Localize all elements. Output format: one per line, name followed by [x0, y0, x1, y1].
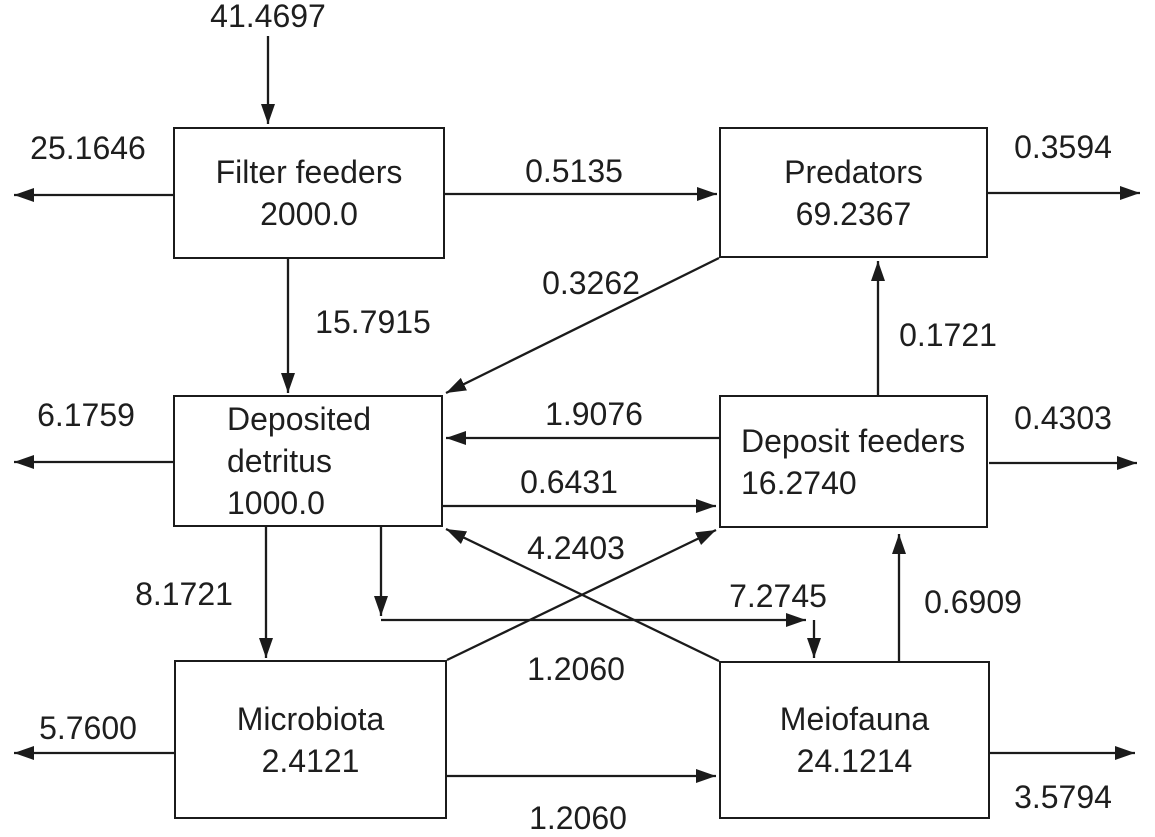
node-predators-stock: 69.2367 — [795, 195, 912, 232]
node-deposited-detritus: Deposited detritus 1000.0 — [173, 395, 443, 527]
flow-label-microbiota-to-deposit-feeders: 4.2403 — [527, 530, 625, 566]
node-meiofauna-label: Meiofauna — [779, 701, 930, 737]
flow-label-deposit-feeders-to-detritus: 1.9076 — [545, 396, 643, 432]
flow-label-input-to-filter-feeders: 41.4697 — [210, 0, 326, 34]
flow-label-filter-feeders-to-predators: 0.5135 — [525, 153, 623, 189]
node-deposit-feeders-label: Deposit feeders — [741, 422, 966, 459]
flow-label-detritus-export: 6.1759 — [37, 397, 135, 433]
node-predators: Predators 69.2367 — [719, 127, 988, 258]
node-meiofauna-stock: 24.1214 — [796, 743, 913, 779]
flow-label-deposit-feeders-export: 0.4303 — [1014, 400, 1112, 436]
node-deposit-feeders: Deposit feeders 16.2740 — [719, 395, 988, 528]
flow-label-meiofauna-to-detritus: 1.2060 — [527, 651, 625, 687]
node-filter-feeders-label: Filter feeders — [215, 154, 403, 190]
flow-arrow-meiofauna-to-detritus — [445, 527, 720, 663]
node-deposit-feeders-stock: 16.2740 — [741, 464, 857, 501]
node-microbiota: Microbiota 2.4121 — [174, 660, 447, 819]
node-microbiota-label: Microbiota — [236, 700, 385, 737]
flow-label-filter-feeders-to-detritus: 15.7915 — [315, 304, 431, 340]
node-microbiota-stock: 2.4121 — [261, 742, 360, 779]
node-meiofauna: Meiofauna 24.1214 — [719, 661, 990, 819]
flow-label-filter-feeders-export: 25.1646 — [30, 130, 146, 166]
flow-label-microbiota-to-meiofauna: 1.2060 — [529, 800, 627, 836]
flow-label-microbiota-export: 5.7600 — [39, 710, 137, 746]
flow-label-detritus-to-deposit-feeders: 0.6431 — [520, 464, 618, 500]
node-filter-feeders-stock: 2000.0 — [260, 196, 358, 232]
flow-label-meiofauna-export: 3.5794 — [1014, 779, 1112, 815]
node-filter-feeders: Filter feeders 2000.0 — [173, 127, 445, 259]
flow-label-detritus-to-microbiota: 8.1721 — [135, 576, 233, 612]
flow-label-deposit-feeders-to-predators: 0.1721 — [899, 317, 997, 353]
flow-label-detritus-to-meiofauna: 7.2745 — [729, 578, 827, 614]
node-deposited-detritus-label-line2: detritus — [227, 443, 332, 479]
node-deposited-detritus-stock: 1000.0 — [227, 485, 325, 521]
node-deposited-detritus-label-line1: Deposited — [227, 401, 372, 437]
node-predators-label: Predators — [784, 153, 923, 190]
flow-label-meiofauna-to-deposit-feeders: 0.6909 — [924, 584, 1022, 620]
flow-arrow-predators-to-detritus — [445, 256, 720, 395]
flow-label-predators-export: 0.3594 — [1014, 129, 1112, 165]
flow-label-predators-to-detritus: 0.3262 — [542, 265, 640, 301]
